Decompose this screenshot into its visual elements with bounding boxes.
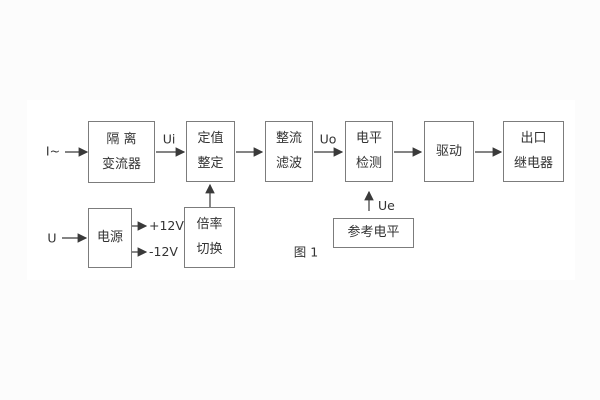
block-label: 定值: [197, 131, 224, 146]
block-level-detect: 电平 检测: [345, 121, 393, 182]
label-input-voltage: U: [47, 230, 57, 246]
label-ui: Ui: [162, 131, 176, 147]
block-driver: 驱动: [424, 121, 474, 182]
block-reference-level: 参考电平: [333, 218, 414, 248]
block-label: 切换: [196, 242, 223, 257]
block-output-relay: 出口 继电器: [503, 121, 564, 182]
block-label: 整流: [275, 131, 302, 146]
label-neg-rail: -12V: [149, 244, 178, 259]
label-input-current: I~: [45, 143, 61, 159]
block-setting-adjust: 定值 整定: [186, 121, 235, 182]
block-ratio-switch: 倍率 切换: [184, 207, 235, 268]
block-label: 继电器: [513, 156, 553, 171]
block-label: 电平: [355, 131, 382, 146]
block-label: 检测: [355, 156, 382, 171]
block-isolation-transformer: 隔 离 变流器: [88, 121, 155, 183]
block-label: 隔 离: [106, 131, 137, 147]
label-ue: Ue: [378, 198, 395, 213]
block-rectify-filter: 整流 滤波: [265, 121, 313, 182]
block-label: 电源: [96, 230, 123, 245]
label-uo: Uo: [319, 131, 337, 147]
block-label: 倍率: [196, 217, 223, 232]
block-label: 整定: [197, 156, 224, 171]
figure-caption: 图 1: [293, 244, 319, 260]
block-label: 参考电平: [347, 225, 400, 240]
block-label: 变流器: [101, 156, 141, 172]
block-label: 滤波: [275, 156, 302, 171]
block-label: 驱动: [435, 143, 462, 159]
label-pos-rail: +12V: [149, 218, 184, 233]
block-label: 出口: [520, 131, 547, 146]
block-power-supply: 电源: [88, 208, 132, 268]
